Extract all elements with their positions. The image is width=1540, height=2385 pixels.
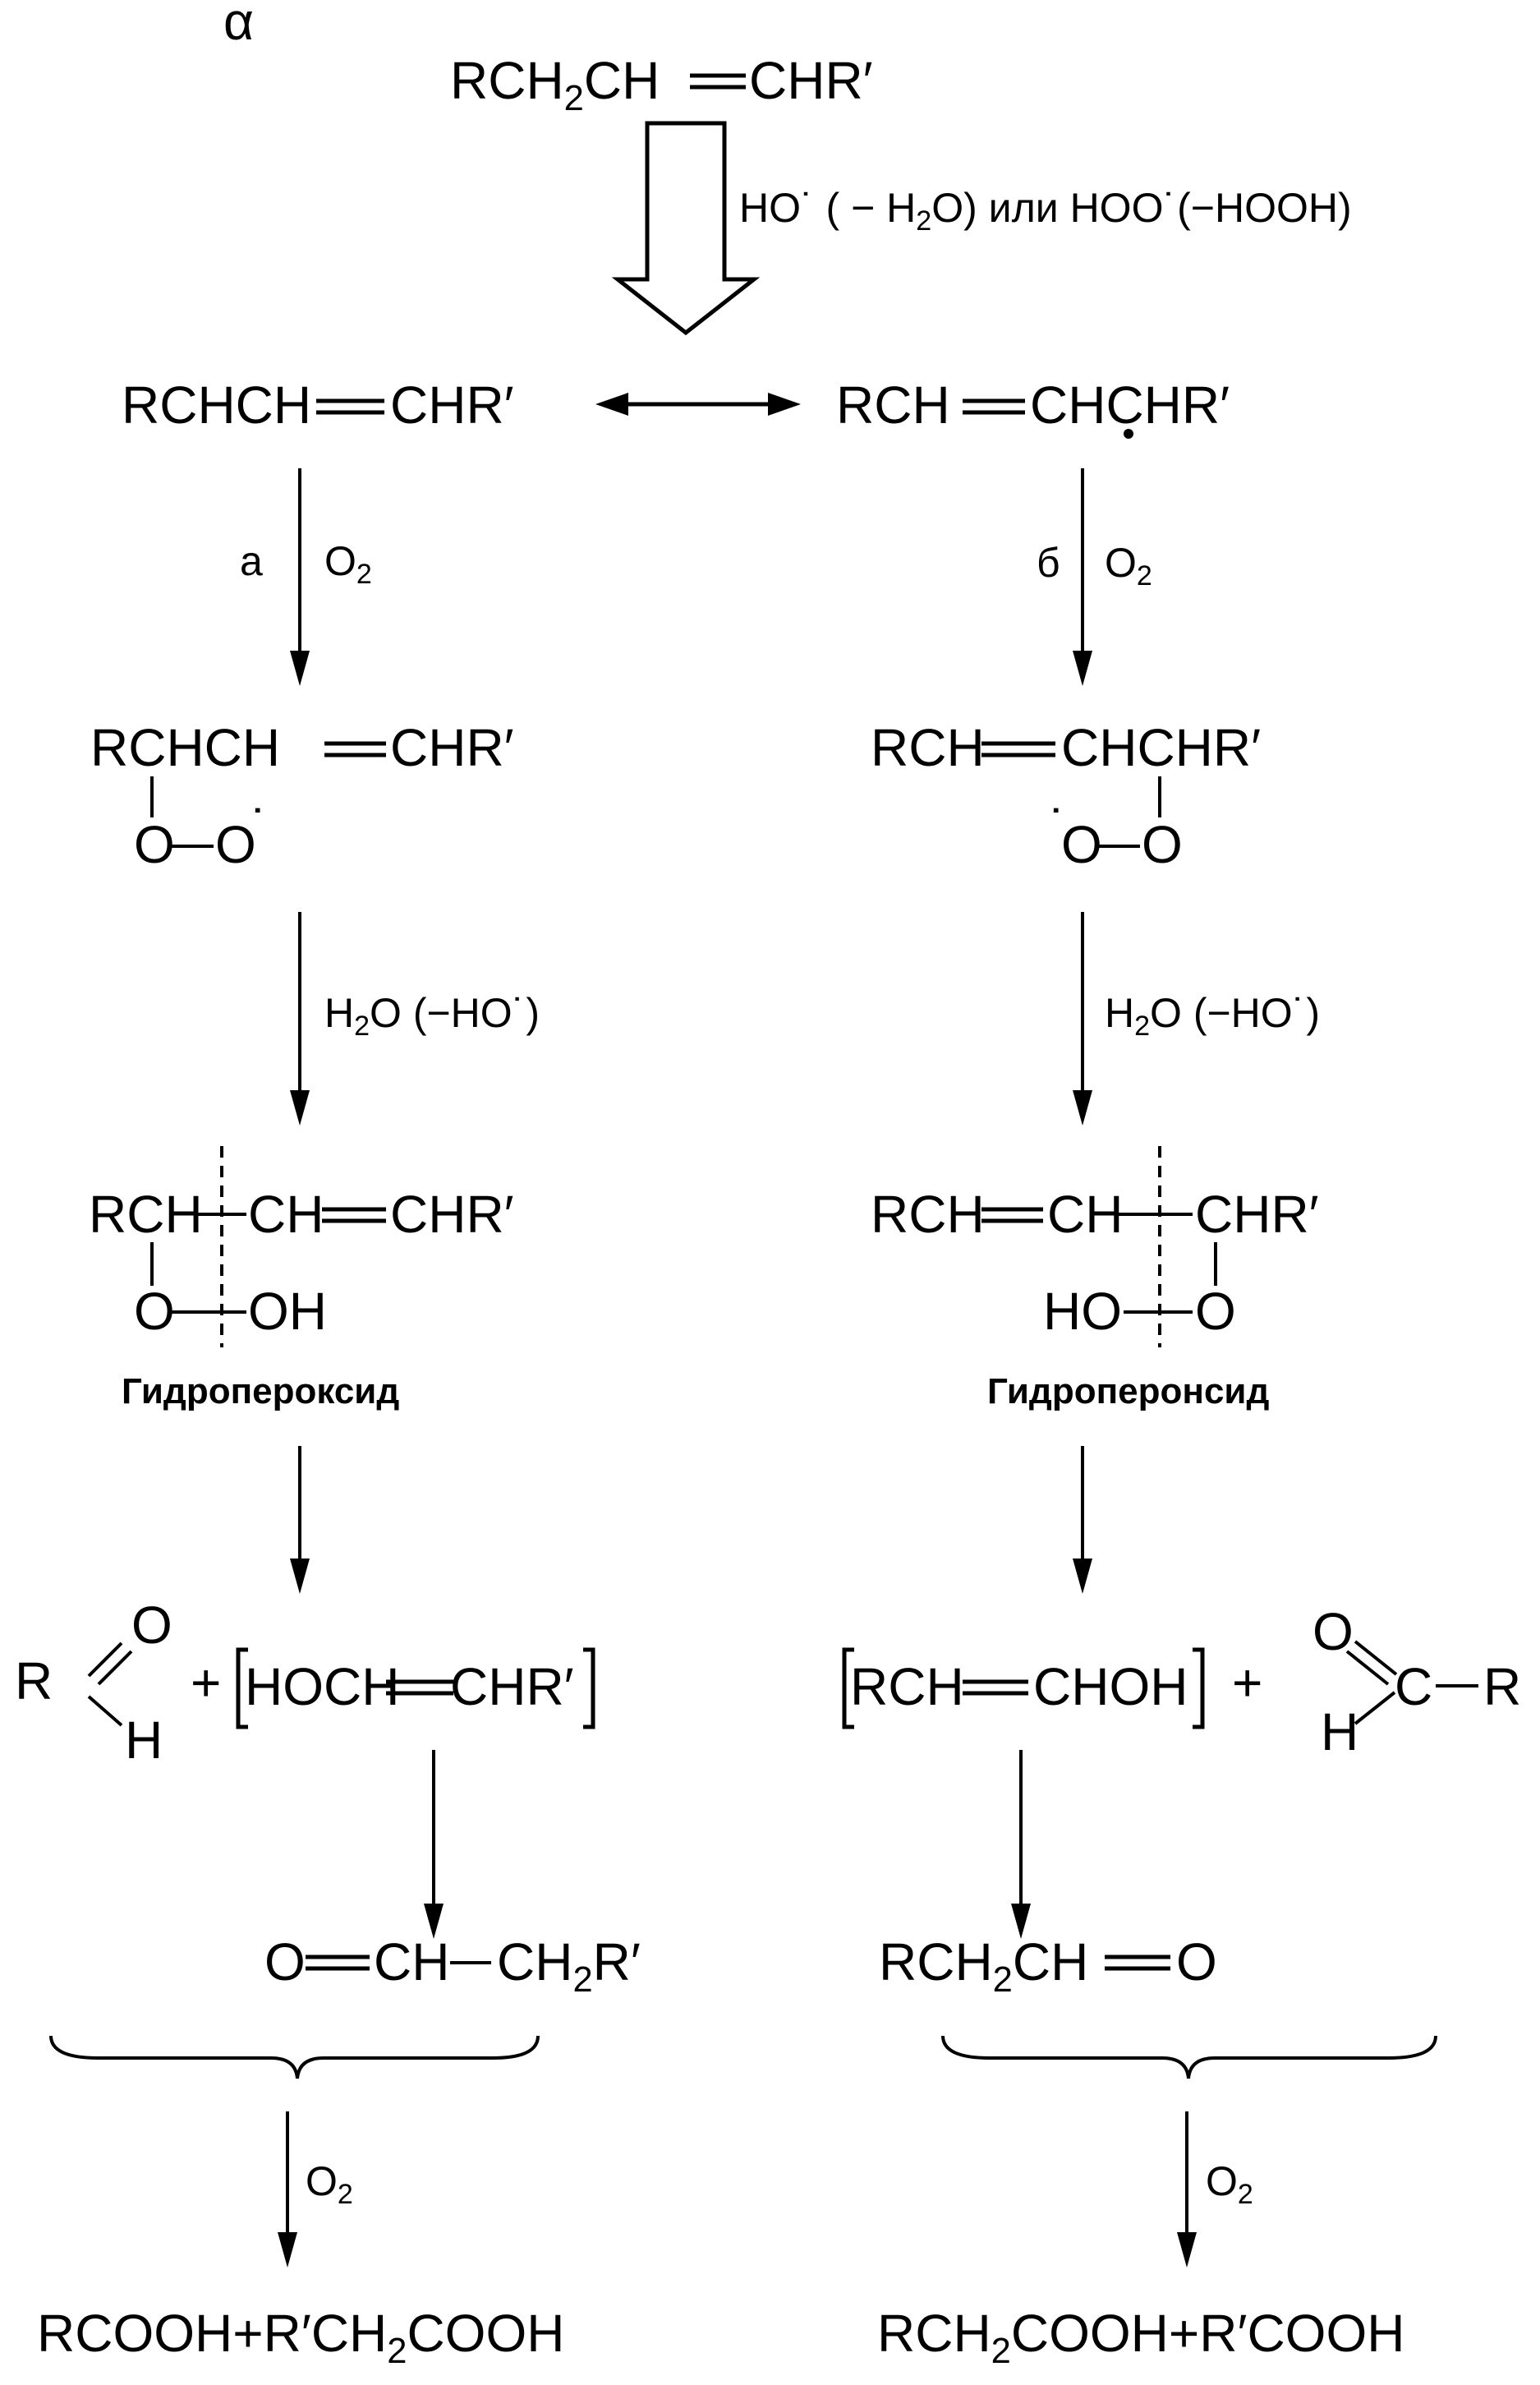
svg-text:CHR′: CHR′ xyxy=(390,375,514,435)
block-arrow xyxy=(611,121,761,336)
svg-text:CHR′: CHR′ xyxy=(1195,1185,1319,1244)
svg-text:RCH: RCH xyxy=(836,375,950,435)
svg-text:CHOH: CHOH xyxy=(1033,1657,1188,1716)
acids-right: RCH2COOH+R′COOH xyxy=(877,2304,1404,2371)
svg-text:O2: O2 xyxy=(324,538,372,590)
svg-text:CHR′: CHR′ xyxy=(390,718,514,777)
svg-text:RCH: RCH xyxy=(871,718,985,777)
svg-text:O: O xyxy=(1195,1282,1236,1341)
svg-text:O: O xyxy=(131,1595,172,1655)
peroxyl-right: RCH CHCHR′ ˙ O O xyxy=(871,718,1261,874)
arrow-h2o-right: H2O (−HO˙) xyxy=(1073,912,1320,1126)
aldehyde-rcho-left: R O H xyxy=(15,1595,172,1770)
svg-text:H2O (−HO˙): H2O (−HO˙) xyxy=(1105,990,1320,1042)
start-compound: α RCH2CH CHR′ xyxy=(223,0,873,118)
svg-text:O: O xyxy=(264,1932,306,1991)
svg-text:CH: CH xyxy=(248,1185,324,1244)
svg-text:CHR′: CHR′ xyxy=(450,1657,574,1716)
peroxyl-left: RCHCH CHR′ O O ˙ xyxy=(90,718,514,874)
svg-text:OH: OH xyxy=(248,1282,327,1341)
svg-text:O: O xyxy=(134,1282,175,1341)
radical-left: RCHCH CHR′ xyxy=(122,375,514,435)
svg-text:O2: O2 xyxy=(1206,2158,1253,2210)
hydroperoxide-left: RCH CH CHR′ O OH xyxy=(89,1146,514,1347)
svg-text:C: C xyxy=(1395,1657,1432,1716)
svg-text:RCH: RCH xyxy=(850,1657,964,1716)
svg-text:RCH2CH: RCH2CH xyxy=(879,1932,1088,2000)
arrow-cleave-left xyxy=(290,1446,310,1594)
enol-left: HOCH CHR′ xyxy=(236,1647,595,1729)
caption-hydroperoxide-right: Гидроперонсид xyxy=(987,1371,1269,1411)
arrow-final-right: O2 xyxy=(1177,2111,1253,2268)
arrow-cleave-right xyxy=(1073,1446,1092,1594)
aldehyde-right: RCH2CH O xyxy=(879,1932,1217,2000)
radical-right: RCH CHCHR′ xyxy=(836,375,1230,439)
svg-text:H: H xyxy=(1321,1702,1358,1761)
svg-text:CH2R′: CH2R′ xyxy=(497,1932,641,2000)
svg-text:O: O xyxy=(134,815,175,874)
start-formula: RCH2CH xyxy=(450,51,660,118)
svg-text:б: б xyxy=(1037,540,1060,586)
svg-text:HO: HO xyxy=(1043,1282,1122,1341)
svg-text:CH: CH xyxy=(374,1932,449,1991)
svg-text:HOCH: HOCH xyxy=(245,1657,399,1716)
svg-text:H: H xyxy=(125,1710,163,1770)
svg-text:O: O xyxy=(1176,1932,1217,1991)
svg-text:O: O xyxy=(215,815,256,874)
aldehyde-rcho-right: O H C R xyxy=(1312,1602,1521,1761)
alpha-label: α xyxy=(223,0,254,51)
svg-text:CHR′: CHR′ xyxy=(390,1185,514,1244)
svg-text:RCHCH: RCHCH xyxy=(90,718,280,777)
svg-text:CH: CH xyxy=(1047,1185,1123,1244)
svg-text:O: O xyxy=(1312,1602,1354,1661)
plus-right: + xyxy=(1232,1653,1262,1712)
svg-text:O2: O2 xyxy=(306,2158,353,2210)
svg-text:R: R xyxy=(15,1651,53,1710)
aldehyde-left: O CH CH2R′ xyxy=(264,1932,641,2000)
brace-right xyxy=(941,2035,1437,2079)
enol-right: RCH CHOH xyxy=(842,1647,1205,1729)
plus-left: + xyxy=(191,1653,221,1712)
arrow-taut-left xyxy=(424,1750,444,1939)
start-formula-end: CHR′ xyxy=(749,51,873,110)
brace-left xyxy=(49,2035,540,2079)
svg-text:CHCHR′: CHCHR′ xyxy=(1030,375,1230,435)
svg-text:R: R xyxy=(1483,1657,1521,1716)
svg-text:O: O xyxy=(1142,815,1183,874)
acids-left: RCOOH+R′CH2COOH xyxy=(37,2304,564,2371)
svg-text:O: O xyxy=(1061,815,1102,874)
arrow-taut-right xyxy=(1011,1750,1031,1939)
caption-hydroperoxide-left: Гидропероксид xyxy=(122,1371,399,1411)
svg-text:CHCHR′: CHCHR′ xyxy=(1061,718,1261,777)
svg-text:RCHCH: RCHCH xyxy=(122,375,311,435)
initiation-conditions: HO˙ ( − H2O) или HOO˙(−HOOH) xyxy=(739,185,1352,237)
svg-text:а: а xyxy=(240,538,263,584)
svg-text:RCH: RCH xyxy=(871,1185,985,1244)
svg-text:H2O (−HO˙): H2O (−HO˙) xyxy=(324,990,540,1042)
svg-text:O2: O2 xyxy=(1105,540,1152,592)
resonance-arrow xyxy=(595,393,801,416)
radical-dot xyxy=(1124,429,1133,439)
svg-text:RCH: RCH xyxy=(89,1185,203,1244)
arrow-final-left: O2 xyxy=(278,2111,353,2268)
arrow-h2o-left: H2O (−HO˙) xyxy=(290,912,540,1126)
hydroperoxide-right: RCH CH CHR′ HO O xyxy=(871,1146,1319,1347)
arrow-a: а O2 xyxy=(240,468,372,686)
svg-text:˙: ˙ xyxy=(1050,799,1067,858)
arrow-b: б O2 xyxy=(1037,468,1152,686)
svg-text:˙: ˙ xyxy=(251,799,269,858)
